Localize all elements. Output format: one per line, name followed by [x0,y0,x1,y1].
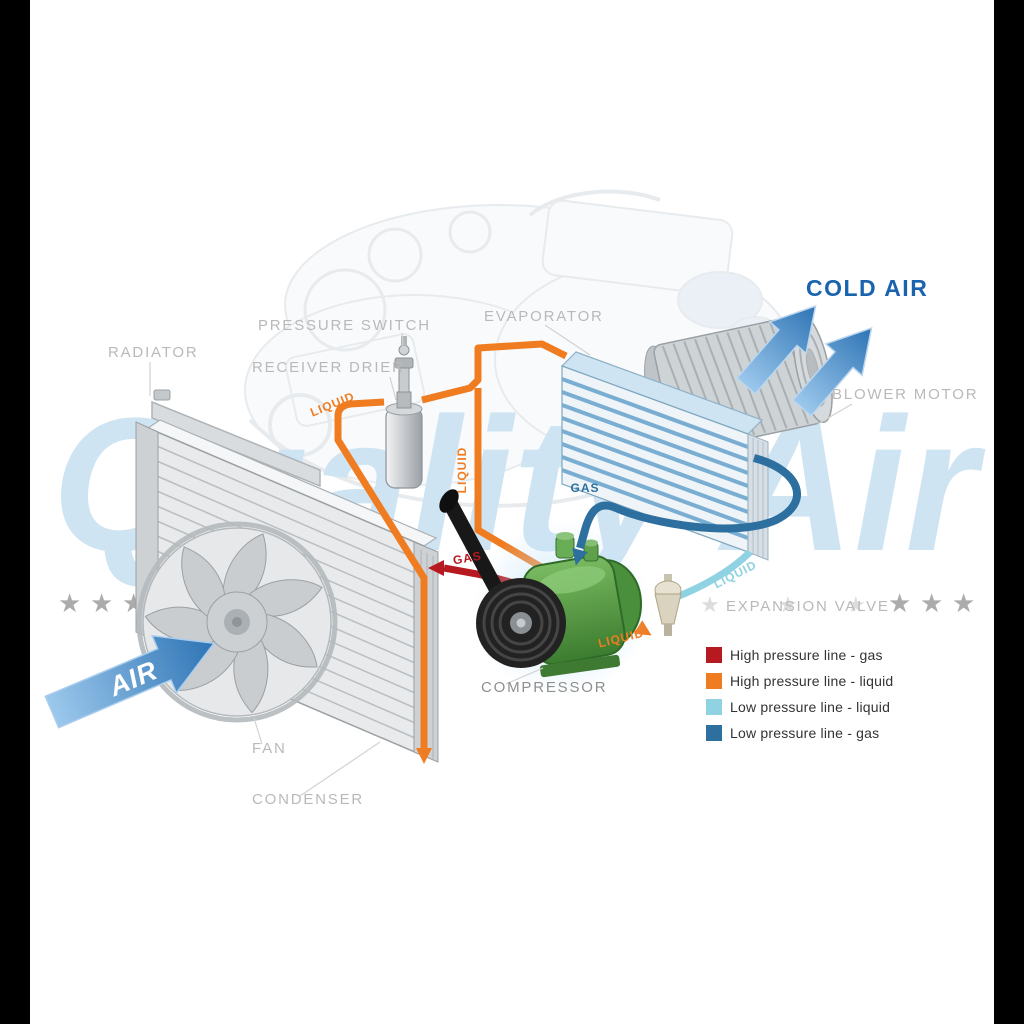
star-icon: ★ [90,588,113,618]
gas-line-evaporator-to-compressor [576,454,801,550]
legend-swatch-low-gas [706,725,722,741]
evaporator-fins [561,377,749,540]
compressor-part [439,489,650,696]
cold-air-arrow-icon [735,304,817,395]
compressor-pulley [476,578,566,668]
liquid-arrow-down-icon [416,748,432,764]
side-bar-right [994,0,1024,1024]
legend-row: Low pressure line - gas [706,725,879,741]
fan-part [136,521,338,723]
legend-swatch-low-liquid [706,699,722,715]
gas-arrow-down-icon [572,547,588,566]
star-icon: ★ [952,588,975,618]
legend-row: High pressure line - gas [706,647,883,663]
legend-label: Low pressure line - liquid [730,699,890,715]
pipe-label-gas: GAS [452,549,483,568]
label-fan: FAN [252,740,287,757]
leader-line-receiver-drier [389,376,397,401]
receiver-drier-part [385,391,423,489]
pressure-switch-part [394,336,414,393]
pipe-label-liquid: LIQUID [455,447,469,494]
label-compressor: COMPRESSOR [481,679,607,696]
compressor-belt [442,495,508,604]
label-pressure-switch: PRESSURE SWITCH [258,317,431,334]
leader-line-pressure-switch [401,332,404,346]
leader-line-compressor [505,667,544,685]
pipe-label-gas: GAS [570,481,599,495]
part-labels: RADIATOR PRESSURE SWITCH RECEIVER DRIER … [108,308,978,808]
leader-line-blower-motor [817,403,853,425]
fan-shroud-ring [136,521,338,723]
legend: High pressure line - gas High pressure l… [706,647,893,741]
legend-label: High pressure line - gas [730,647,883,663]
legend-label: High pressure line - liquid [730,673,893,689]
legend-swatch-high-liquid [706,673,722,689]
legend-label: Low pressure line - gas [730,725,879,741]
leader-line-evaporator [544,324,591,356]
star-icon: ★ [778,592,798,617]
star-icon: ★ [700,592,720,617]
expansion-valve-part [654,574,682,636]
cold-air-arrow-icon [791,326,873,417]
radiator-cap [153,389,171,401]
leader-lines [149,324,853,797]
side-bar-left [0,0,30,1024]
cold-air-label: COLD AIR [806,275,928,301]
fan-blades [144,533,323,714]
label-blower-motor: BLOWER MOTOR [832,386,978,403]
label-expansion-valve: EXPANSION VALVE [726,598,890,615]
cold-air-arrows: COLD AIR [735,275,928,417]
leader-line-fan [253,717,263,745]
belt-pulley-top [439,489,459,513]
legend-row: High pressure line - liquid [706,673,893,689]
star-icon: ★ [888,588,911,618]
leader-line-condenser [299,741,381,797]
radiator-part [151,389,321,488]
label-condenser: CONDENSER [252,791,364,808]
label-evaporator: EVAPORATOR [484,308,604,325]
star-icon: ★ [920,588,943,618]
gas-arrow-left-icon [428,560,444,576]
label-radiator: RADIATOR [108,344,199,361]
compressor-mount [539,654,621,678]
star-icon: ★ [846,592,866,617]
label-receiver-drier: RECEIVER DRIER [252,359,405,376]
liquid-line-condenser-to-drier [334,398,428,752]
low-pressure-gas-line [572,454,801,566]
liquid-line-drier-to-evaporator [421,340,568,404]
star-icon: ★ [58,588,81,618]
legend-swatch-high-gas [706,647,722,663]
legend-row: Low pressure line - liquid [706,699,890,715]
evaporator-right-tank [747,433,769,561]
low-pressure-liquid-line [672,549,753,602]
